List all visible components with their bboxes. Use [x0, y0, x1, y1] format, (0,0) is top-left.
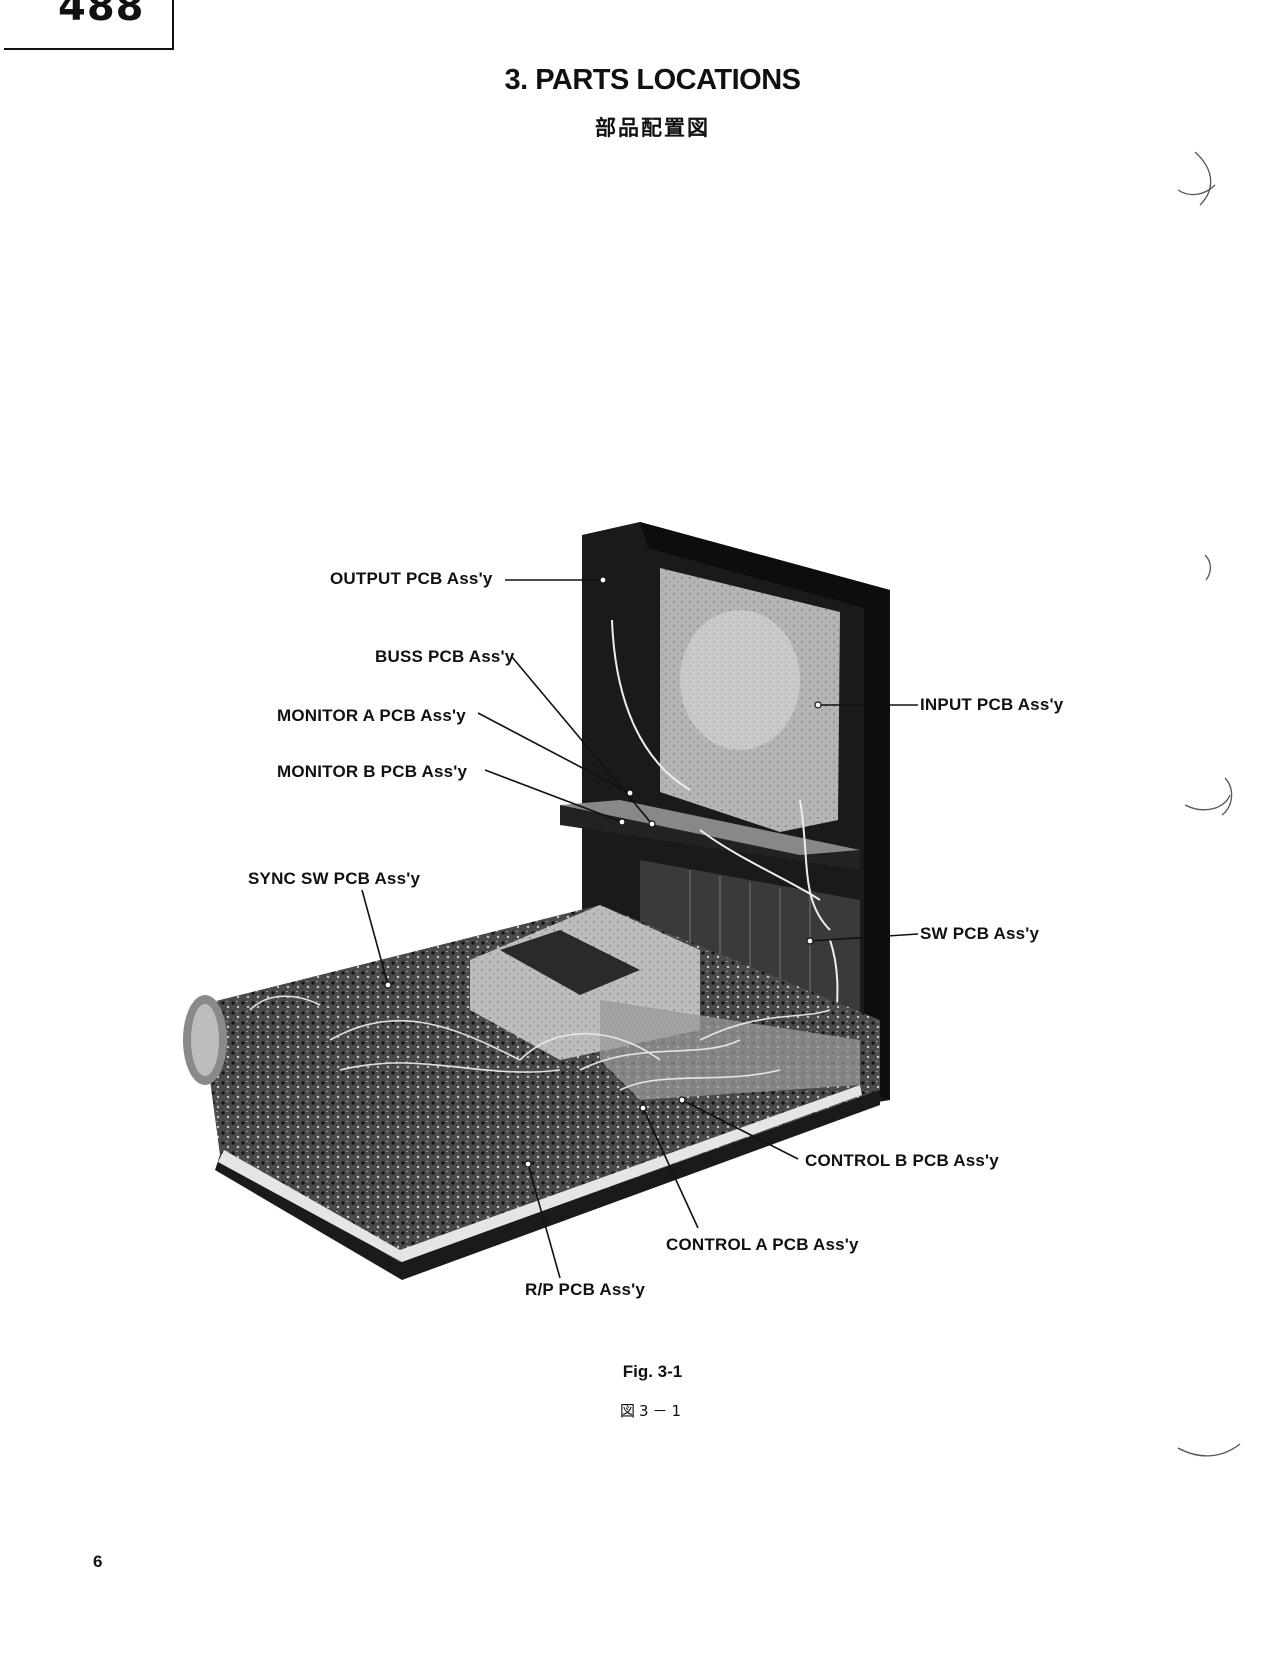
section-title: 3. PARTS LOCATIONS	[504, 64, 801, 96]
leader-sync-sw	[361, 889, 389, 986]
callout-control-a-pcb: CONTROL A PCB Ass'y	[666, 1235, 859, 1254]
callout-rp-pcb: R/P PCB Ass'y	[525, 1280, 646, 1299]
leader-monitor-b	[484, 769, 623, 823]
binder-marks	[1177, 151, 1241, 1457]
callout-sw-pcb: SW PCB Ass'y	[920, 924, 1040, 943]
callout-monitor-b-pcb: MONITOR B PCB Ass'y	[277, 762, 468, 781]
leader-rp	[527, 1163, 561, 1279]
callout-sync-sw-pcb: SYNC SW PCB Ass'y	[248, 869, 421, 888]
leader-control-b	[681, 1099, 799, 1160]
leader-sw	[809, 933, 919, 942]
figure-caption: Fig. 3-1	[622, 1362, 683, 1381]
callout-buss-pcb: BUSS PCB Ass'y	[375, 647, 515, 666]
section-title-jp: 部品配置図	[595, 116, 710, 140]
main-chassis	[183, 905, 880, 1280]
callout-monitor-a-pcb: MONITOR A PCB Ass'y	[277, 706, 466, 725]
callout-output-pcb: OUTPUT PCB Ass'y	[330, 569, 493, 588]
leader-control-a	[642, 1107, 699, 1229]
callout-control-b-pcb: CONTROL B PCB Ass'y	[805, 1151, 999, 1170]
leader-monitor-a	[477, 712, 631, 794]
figure-caption-jp: 図3－1	[619, 1402, 686, 1420]
page-number: 6	[93, 1552, 103, 1571]
model-number: 488	[58, 0, 145, 30]
model-number-box	[4, 0, 174, 50]
callout-input-pcb: INPUT PCB Ass'y	[920, 695, 1064, 714]
